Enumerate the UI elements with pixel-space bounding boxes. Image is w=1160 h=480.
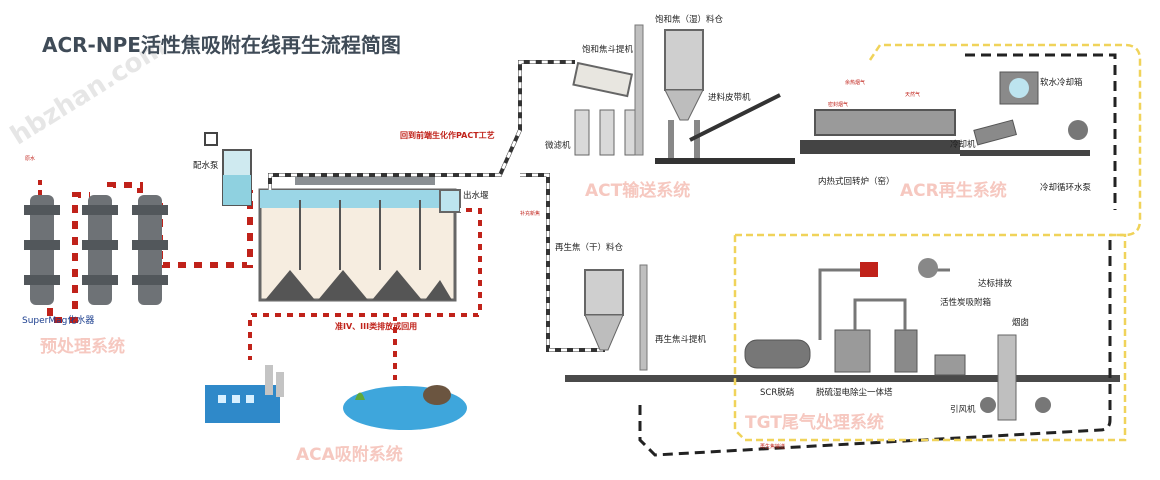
- booster-fan: [918, 258, 938, 278]
- cooling-pump: [1068, 120, 1088, 140]
- system-aca: ACA吸附系统: [296, 444, 403, 465]
- label-cooler: 冷却机: [950, 139, 976, 150]
- fan-right: [1035, 397, 1051, 413]
- soft-water-tank: [999, 71, 1039, 105]
- chimney: [997, 334, 1017, 421]
- label-regen-elevator: 再生焦斗提机: [655, 334, 707, 345]
- desulf-tower: [834, 329, 871, 373]
- label-sat-elevator: 饱和焦斗提机: [582, 44, 634, 55]
- label-scr: SCR脱硝: [760, 387, 794, 398]
- system-pretreat: 预处理系统: [40, 336, 125, 357]
- label-discharge: 准IV、III类排放或回用: [335, 321, 417, 331]
- factory-icon: [205, 365, 284, 423]
- pipe-saturated-coke: [268, 60, 575, 190]
- label-carbon-box: 活性炭吸附箱: [940, 297, 992, 308]
- sat-bin: [664, 29, 704, 160]
- system-tgt: TGT尾气处理系统: [745, 412, 884, 433]
- label-seal-gas: 密封烟气: [828, 101, 848, 108]
- label-micro-filter: 微滤机: [545, 140, 571, 151]
- label-fan: 引风机: [950, 404, 976, 415]
- label-weir: 出水堰: [463, 190, 489, 201]
- label-waste-heat: 余热烟气: [845, 79, 865, 86]
- label-tail-line: 再生焦输送: [760, 443, 785, 450]
- label-standard-emission: 达标排放: [978, 278, 1013, 289]
- valve: [860, 262, 878, 277]
- label-desulf: 脱硫湿电除尘一体塔: [816, 387, 893, 398]
- label-natural-gas: 天然气: [905, 91, 920, 98]
- page-title: ACR-NPE活性焦吸附在线再生流程简图: [42, 33, 401, 57]
- label-regen-bin: 再生焦（干）料仓: [555, 242, 624, 253]
- scr-unit: [744, 339, 811, 369]
- adsorption-tank: [258, 175, 461, 302]
- cooler: [973, 119, 1018, 146]
- wet-esp: [894, 329, 918, 373]
- fan-left: [980, 397, 996, 413]
- label-sat-bin: 饱和焦（湿）料仓: [655, 14, 724, 25]
- label-soft-water-tank: 软水冷却箱: [1040, 77, 1083, 88]
- label-feed-belt: 进料皮带机: [708, 92, 751, 103]
- rotary-kiln: [800, 109, 960, 154]
- label-return-pact: 回到前端生化作PACT工艺: [400, 130, 495, 140]
- micro-filter: [572, 61, 640, 156]
- label-rotary-kiln: 内热式回转炉（窑）: [818, 176, 895, 187]
- sat-elevator: [634, 24, 644, 156]
- carbon-box: [934, 354, 966, 376]
- label-raw-water: 原水: [25, 155, 35, 162]
- label-cover-circ: 补充新焦: [520, 210, 540, 217]
- label-chimney: 烟囱: [1012, 317, 1029, 328]
- label-supermag: SuperMag化水器: [22, 314, 94, 326]
- label-cool-pump: 冷却循环水泵: [1040, 182, 1092, 193]
- supermag-units: [24, 175, 253, 323]
- system-acr: ACR再生系统: [900, 180, 1007, 201]
- pump-unit: [204, 132, 252, 206]
- label-pump: 配水泵: [193, 160, 219, 171]
- system-act: ACT输送系统: [585, 180, 690, 201]
- pond-icon: [343, 385, 467, 430]
- feed-belt: [689, 93, 781, 142]
- regen-bin: [584, 269, 624, 351]
- regen-elevator: [639, 264, 648, 371]
